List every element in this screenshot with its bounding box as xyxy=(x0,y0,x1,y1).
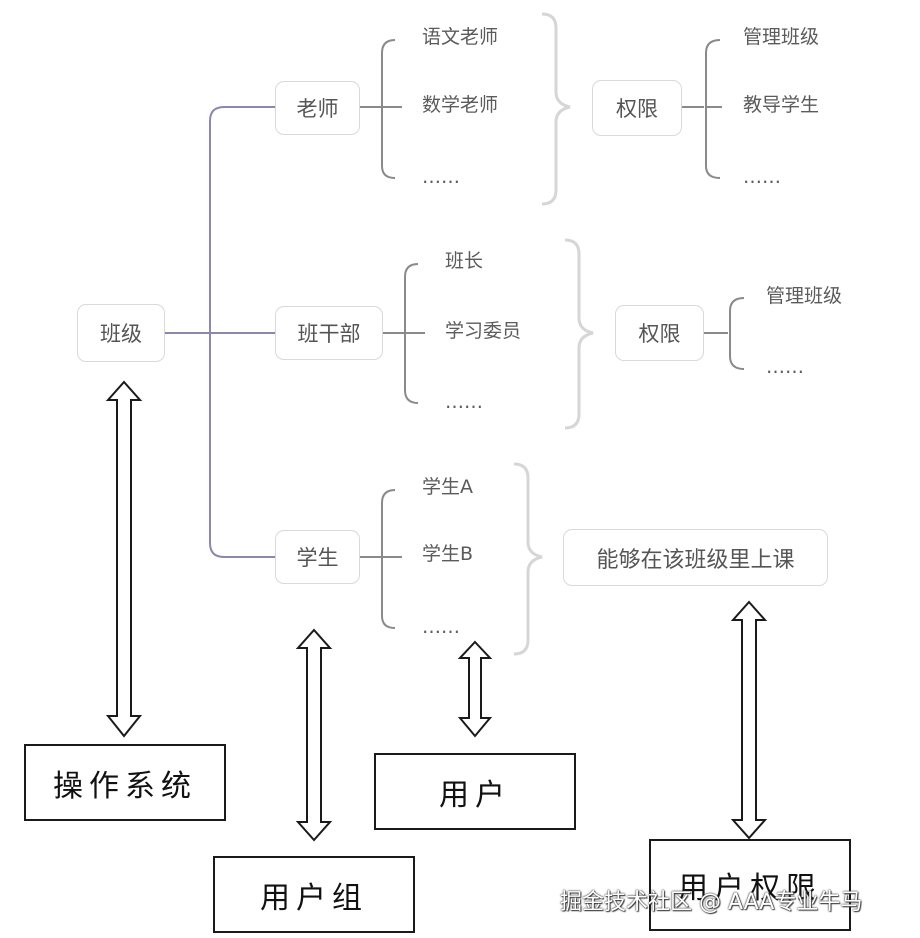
teacher-perm-bracket xyxy=(682,39,722,179)
user-group-double-arrow xyxy=(295,628,333,842)
watermark-text: 掘金技术社区 @ AAA专业牛马 xyxy=(560,890,863,915)
member-student-a: 学生A xyxy=(422,476,473,498)
teacher-brace xyxy=(541,12,571,206)
member-student-more: …… xyxy=(422,616,460,638)
member-class-monitor: 班长 xyxy=(445,250,484,272)
teacher-perm-more: …… xyxy=(743,166,781,188)
teacher-perm-manage-class: 管理班级 xyxy=(743,26,820,48)
group-node-student: 学生 xyxy=(275,530,360,584)
teacher-perm-teach-students: 教导学生 xyxy=(743,94,820,116)
monitor-perm-more: …… xyxy=(766,356,804,378)
monitor-members-bracket xyxy=(383,263,425,404)
os-double-arrow xyxy=(105,380,143,738)
user-double-arrow xyxy=(457,640,493,738)
root-node: 班级 xyxy=(77,304,165,362)
student-members-bracket xyxy=(360,489,402,629)
label-box-user-group: 用户组 xyxy=(213,856,415,933)
member-monitor-more: …… xyxy=(445,391,483,413)
group-node-monitor: 班干部 xyxy=(275,306,383,360)
member-math-teacher: 数学老师 xyxy=(422,94,499,116)
label-box-user: 用户 xyxy=(374,753,576,830)
permission-node-student: 能够在该班级里上课 xyxy=(563,529,828,586)
student-brace xyxy=(513,462,543,656)
member-teacher-more: …… xyxy=(422,166,460,188)
monitor-brace xyxy=(564,238,594,430)
member-chinese-teacher: 语文老师 xyxy=(422,26,499,48)
label-box-operating-system: 操作系统 xyxy=(24,744,226,821)
permission-node-monitor: 权限 xyxy=(615,305,704,361)
monitor-perm-bracket xyxy=(704,297,745,370)
teacher-members-bracket xyxy=(360,39,402,179)
label-box-user-permission: 用户权限 xyxy=(649,839,851,931)
permission-node-teacher: 权限 xyxy=(592,80,682,136)
member-study-commissioner: 学习委员 xyxy=(445,320,522,342)
member-student-b: 学生B xyxy=(422,543,474,565)
group-node-teacher: 老师 xyxy=(275,81,360,135)
monitor-perm-manage-class: 管理班级 xyxy=(766,285,843,307)
user-permission-double-arrow xyxy=(730,600,768,840)
